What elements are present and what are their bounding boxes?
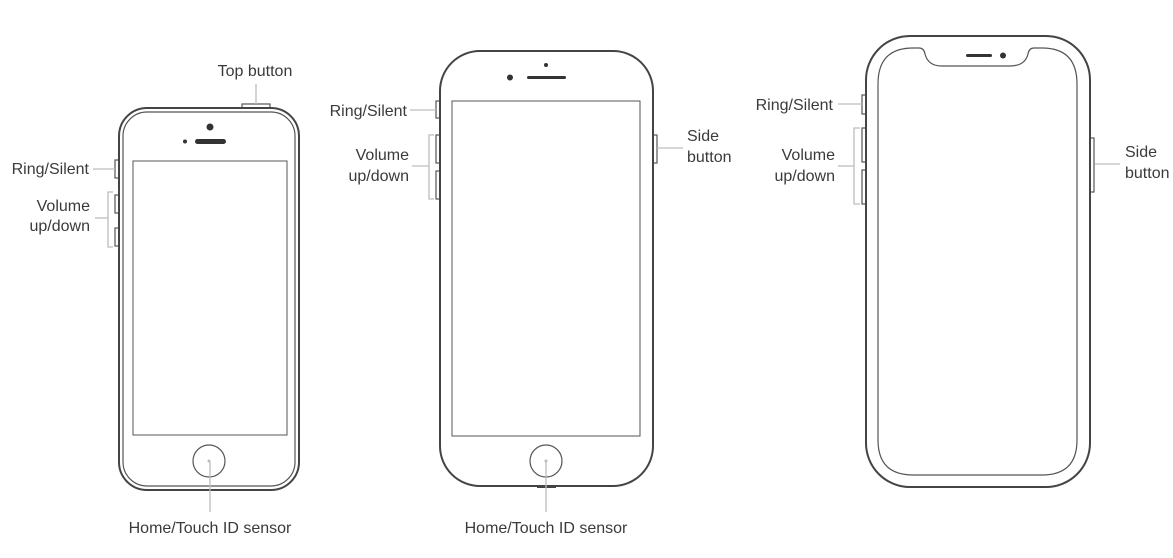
speaker	[966, 54, 992, 57]
volume-bracket	[107, 191, 113, 248]
camera-icon	[206, 123, 214, 131]
home-button-dot	[207, 459, 211, 463]
label-button: button	[1125, 165, 1169, 182]
camera-icon	[544, 63, 548, 67]
label-ring-silent: Ring/Silent	[330, 103, 408, 120]
home-button-dot	[544, 459, 548, 463]
label-up-down: up/down	[30, 218, 91, 235]
label-up-down: up/down	[775, 168, 836, 185]
sensor-dot	[507, 74, 513, 81]
volume-bracket	[428, 134, 434, 200]
phone-bezel	[122, 111, 296, 487]
phone-body	[865, 35, 1091, 488]
label-home-touch-id: Home/Touch ID sensor	[129, 520, 292, 537]
label-top-button: Top button	[218, 63, 293, 80]
sensor-dot	[183, 139, 187, 144]
label-side: Side	[687, 128, 719, 145]
label-volume: Volume	[37, 198, 90, 215]
camera-icon	[1000, 52, 1006, 59]
label-home-touch-id: Home/Touch ID sensor	[465, 520, 628, 537]
label-volume: Volume	[356, 147, 409, 164]
label-ring-silent: Ring/Silent	[756, 97, 834, 114]
speaker	[195, 139, 226, 144]
label-ring-silent: Ring/Silent	[12, 161, 90, 178]
phone-small-home-button: Top button Ring/Silent Volume up/down Ho…	[12, 63, 300, 537]
screen	[451, 100, 641, 437]
screen-with-notch	[877, 47, 1078, 476]
label-up-down: up/down	[349, 168, 410, 185]
speaker	[527, 76, 566, 79]
label-volume: Volume	[782, 147, 835, 164]
phone-face-id: Ring/Silent Volume up/down Side button	[756, 35, 1169, 488]
label-side: Side	[1125, 144, 1157, 161]
volume-bracket	[853, 127, 860, 205]
screen	[132, 160, 288, 436]
phone-large-home-button: Ring/Silent Volume up/down Side button H…	[330, 50, 731, 537]
label-button: button	[687, 149, 731, 166]
